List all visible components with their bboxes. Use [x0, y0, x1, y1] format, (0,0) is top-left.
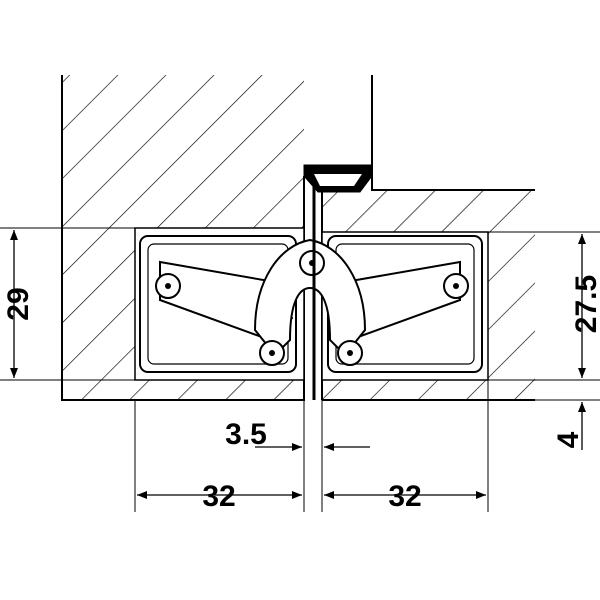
pivot-dot: [269, 350, 275, 356]
door-outline: [371, 75, 535, 191]
dimension-labels: 29 27.5 4 3.5 32 32: [2, 275, 600, 513]
edge-cap-inner: [314, 174, 362, 186]
pivot-dot: [165, 283, 171, 289]
door-edge-plate: [303, 164, 373, 400]
pivot-dot: [453, 283, 459, 289]
extension-lines: [0, 227, 600, 512]
hinge-body: [139, 235, 483, 373]
dim-label-right-width: 32: [388, 480, 421, 513]
hinge-link-center: [253, 238, 367, 357]
dim-label-gap: 3.5: [225, 418, 267, 451]
pivot-dot: [347, 350, 353, 356]
dim-label-left-width: 32: [202, 480, 235, 513]
pivot-centers: [165, 260, 459, 356]
dim-label-right-height: 27.5: [570, 275, 600, 333]
dimension-lines: [10, 230, 586, 499]
dim-label-left-height: 29: [2, 287, 35, 320]
dim-label-right-offset: 4: [552, 431, 585, 448]
